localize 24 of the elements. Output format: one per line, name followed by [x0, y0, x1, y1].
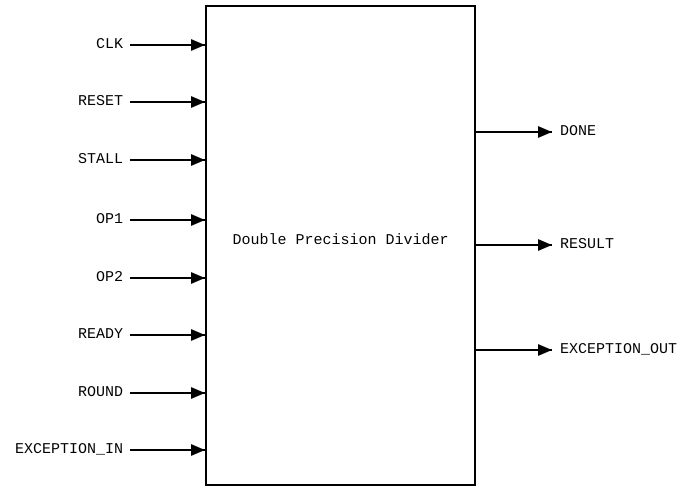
signal-name: OP2	[96, 268, 123, 288]
arrow	[130, 329, 205, 341]
signal-name: RESET	[78, 92, 123, 112]
signal-name: EXCEPTION_IN	[14, 440, 123, 460]
arrow	[130, 154, 205, 166]
signal-name: STALL	[78, 150, 123, 170]
arrow	[130, 39, 205, 51]
block-title: Double Precision Divider	[232, 232, 449, 249]
arrow	[130, 272, 205, 284]
signal-name: RESULT	[560, 235, 614, 255]
arrow	[130, 214, 205, 226]
signal-name: DONE	[560, 122, 596, 142]
arrow	[130, 387, 205, 399]
signal-name: ROUND	[78, 383, 123, 403]
arrow	[476, 344, 552, 356]
arrow	[476, 126, 552, 138]
arrow	[130, 444, 205, 456]
signal-name: CLK	[96, 35, 123, 55]
signal-name: READY	[78, 325, 123, 345]
arrow	[476, 239, 552, 251]
signal-name: OP1	[96, 210, 123, 230]
signal-name: EXCEPTION_OUT	[560, 340, 678, 360]
arrow	[130, 96, 205, 108]
divider-block	[205, 5, 476, 486]
